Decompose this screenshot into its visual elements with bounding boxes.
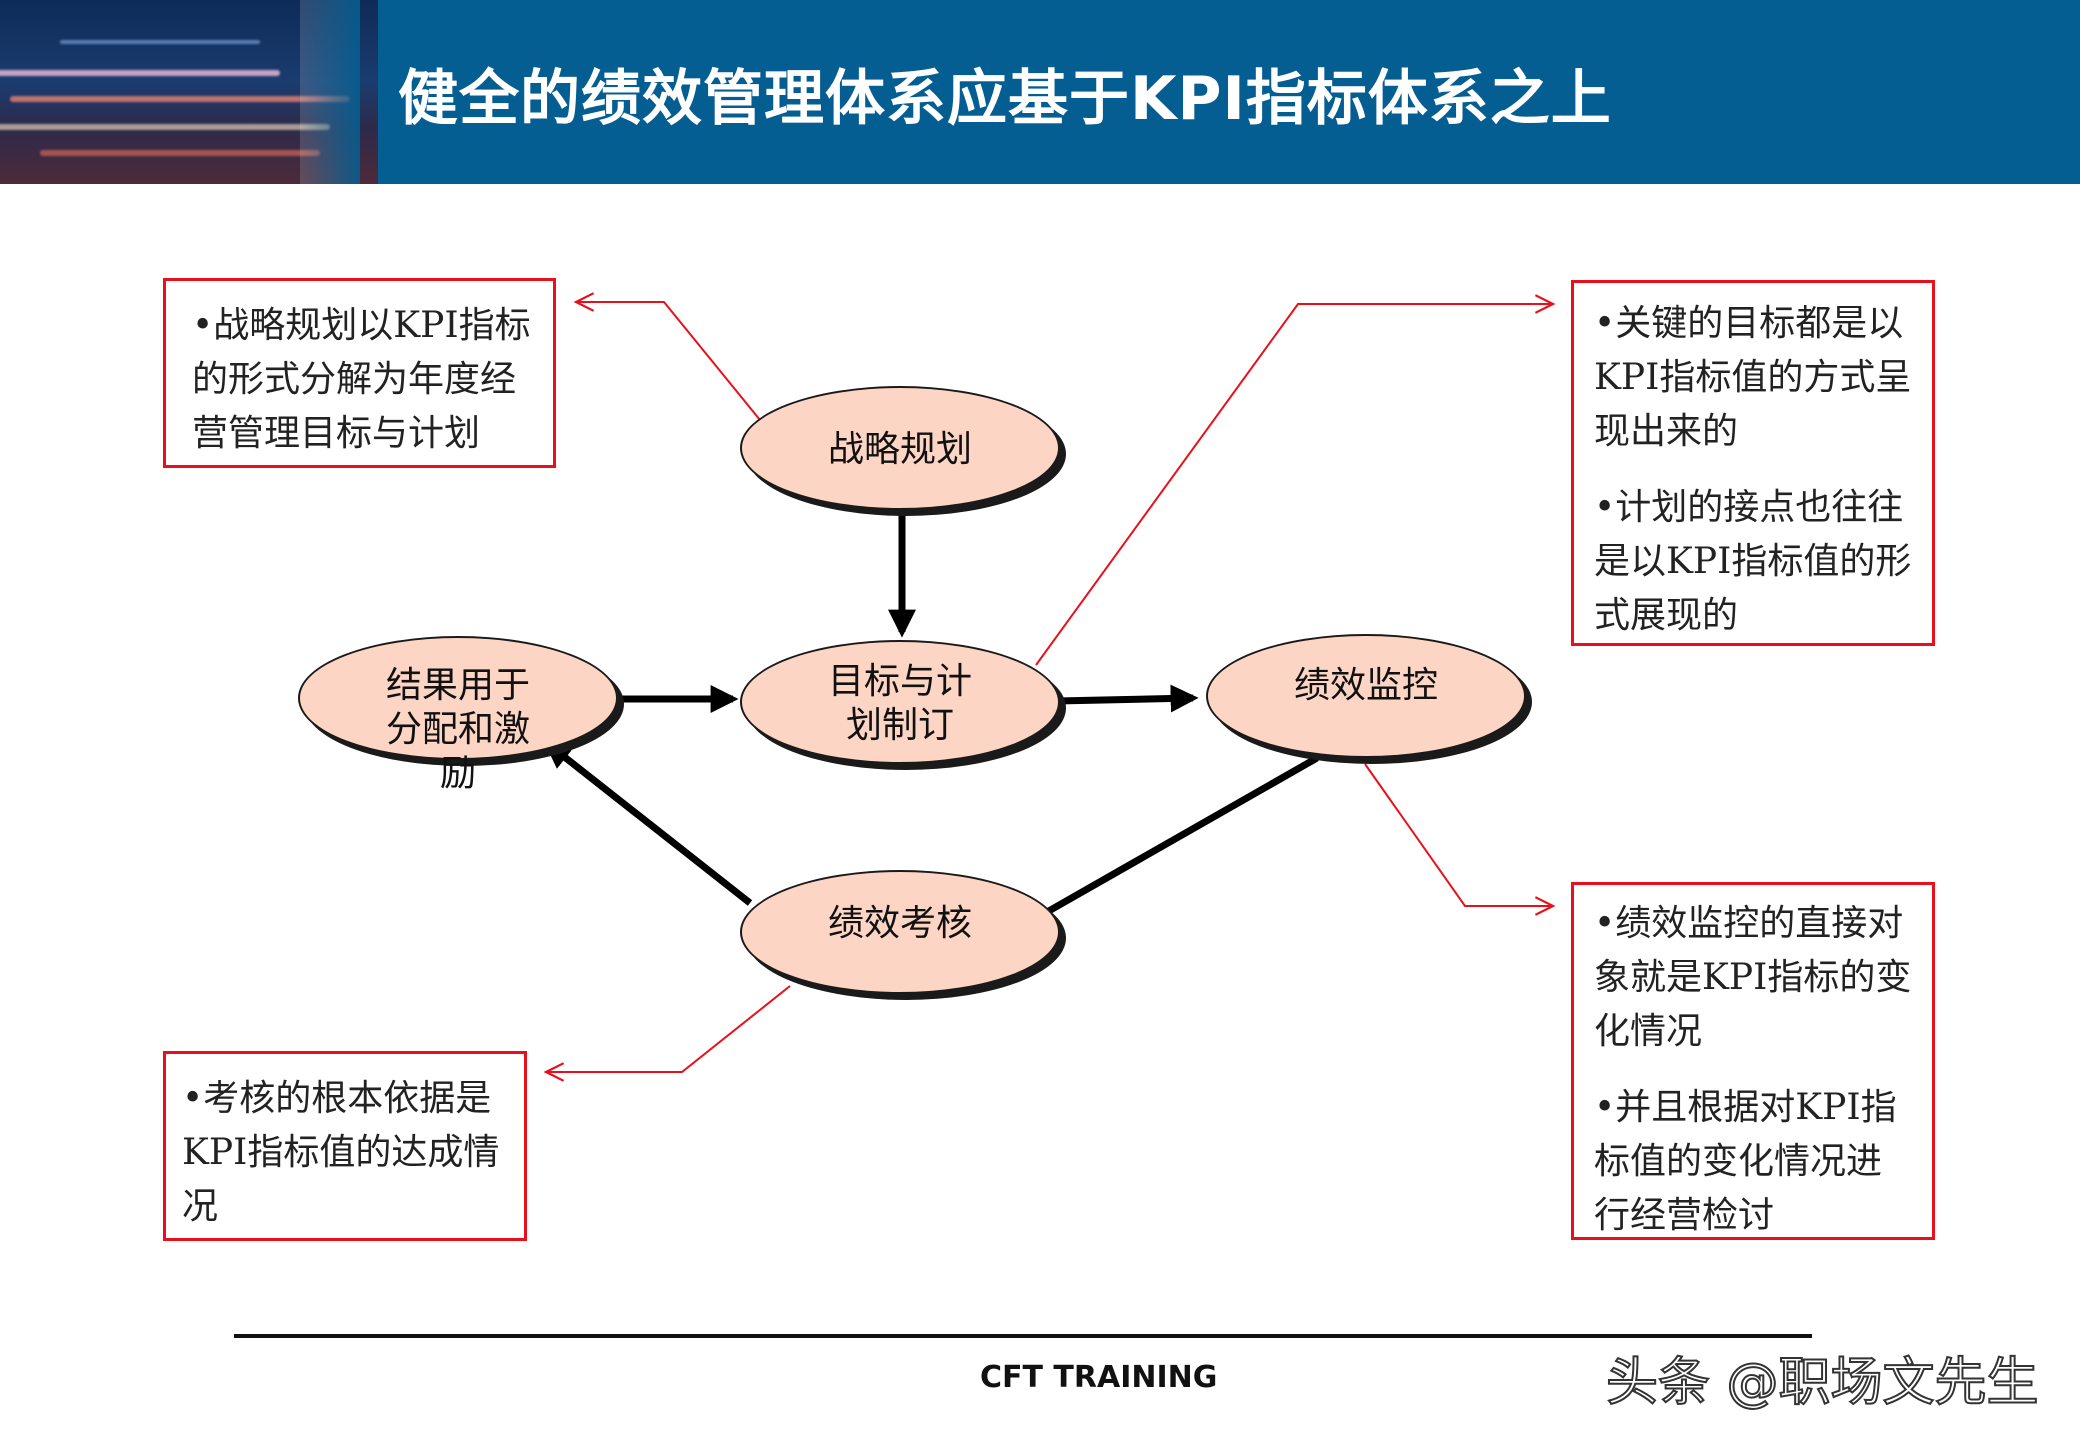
node-reward: 结果用于 分配和激 励 xyxy=(298,636,618,794)
line-monitor-to-review xyxy=(1045,754,1319,916)
note-goals-text-1: •关键的目标都是以KPI指标值的方式呈现出来的 xyxy=(1594,303,1912,452)
note-strategy: •战略规划以KPI指标的形式分解为年度经营管理目标与计划 xyxy=(163,278,556,468)
node-monitor: 绩效监控 xyxy=(1206,634,1526,758)
note-goals-text-2: •计划的接点也往往是以KPI指标值的形式展现的 xyxy=(1594,487,1912,636)
note-monitor-text-1: •绩效监控的直接对象就是KPI指标的变化情况 xyxy=(1594,903,1912,1052)
callout-strategy xyxy=(576,302,761,421)
note-monitor-text-2: •并且根据对KPI指标值的变化情况进行经营检讨 xyxy=(1594,1087,1897,1236)
arrow-goals-to-monitor xyxy=(1056,684,1199,713)
callout-goals xyxy=(1035,304,1553,666)
callout-monitor xyxy=(1364,763,1553,906)
footer-divider xyxy=(234,1334,1812,1338)
header-photo xyxy=(0,0,378,184)
header-bar: 健全的绩效管理体系应基于KPI指标体系之上 xyxy=(0,0,2080,184)
node-reward-label: 结果用于 分配和激 励 xyxy=(385,665,530,794)
note-monitor: •绩效监控的直接对象就是KPI指标的变化情况 •并且根据对KPI指标值的变化情况… xyxy=(1571,882,1935,1240)
note-review: •考核的根本依据是KPI指标值的达成情况 xyxy=(163,1051,527,1241)
page-title: 健全的绩效管理体系应基于KPI指标体系之上 xyxy=(398,64,1612,134)
arrow-review-to-reward xyxy=(543,740,753,906)
note-review-text: •考核的根本依据是KPI指标值的达成情况 xyxy=(182,1078,500,1227)
node-review: 绩效考核 xyxy=(740,870,1060,994)
callout-review xyxy=(546,985,791,1072)
node-goals-label: 目标与计 划制订 xyxy=(827,661,972,746)
note-strategy-text: •战略规划以KPI指标的形式分解为年度经营管理目标与计划 xyxy=(192,305,531,454)
node-monitor-label: 绩效监控 xyxy=(1293,665,1438,706)
node-goals: 目标与计 划制订 xyxy=(740,640,1060,764)
watermark: 头条 @职场文先生 xyxy=(1605,1352,2040,1414)
footer-label: CFT TRAINING xyxy=(980,1360,1218,1395)
node-strategy: 战略规划 xyxy=(740,386,1060,510)
note-goals: •关键的目标都是以KPI指标值的方式呈现出来的 •计划的接点也往往是以KPI指标… xyxy=(1571,280,1935,646)
node-strategy-label: 战略规划 xyxy=(827,429,972,470)
node-review-label: 绩效考核 xyxy=(827,903,972,944)
